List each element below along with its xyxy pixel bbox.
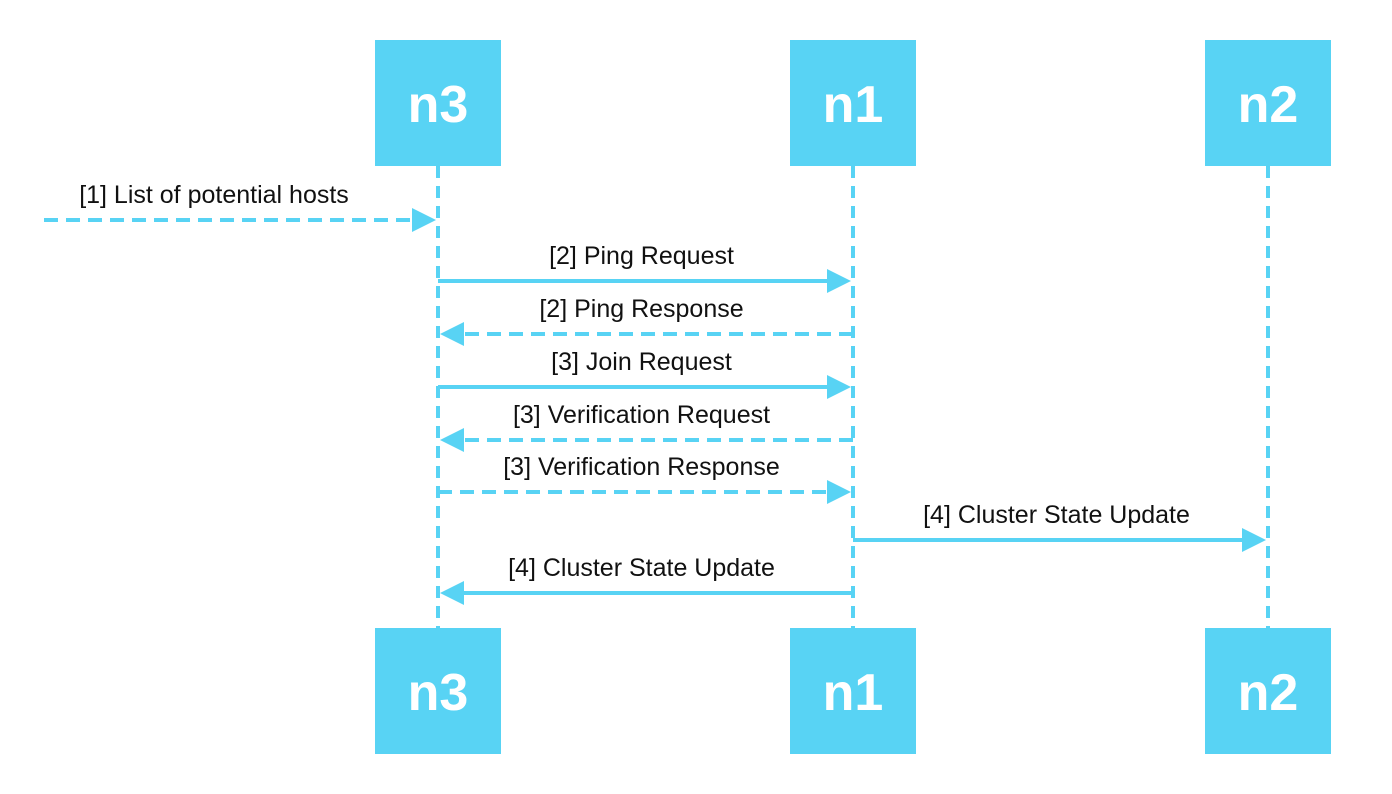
message-6: [3] Verification Response bbox=[438, 453, 851, 504]
message-5: [3] Verification Request bbox=[440, 401, 853, 452]
nodes-bottom-group: n3 n1 n2 bbox=[375, 628, 1331, 754]
message-3: [2] Ping Response bbox=[440, 295, 853, 346]
message-8: [4] Cluster State Update bbox=[440, 554, 853, 605]
arrow-head-icon bbox=[827, 375, 851, 399]
arrow-head-icon bbox=[1242, 528, 1266, 552]
message-label: [2] Ping Response bbox=[539, 295, 743, 323]
message-label: [4] Cluster State Update bbox=[508, 554, 775, 582]
node-n1-bottom: n1 bbox=[790, 628, 916, 754]
message-label: [4] Cluster State Update bbox=[923, 501, 1190, 529]
node-box bbox=[1205, 40, 1331, 166]
arrow-head-icon bbox=[440, 322, 464, 346]
message-label: [3] Verification Response bbox=[503, 453, 780, 481]
message-4: [3] Join Request bbox=[438, 348, 851, 399]
message-label: [3] Join Request bbox=[551, 348, 732, 376]
node-box bbox=[375, 628, 501, 754]
message-1: [1] List of potential hosts bbox=[44, 181, 436, 232]
node-n3-bottom: n3 bbox=[375, 628, 501, 754]
node-label: n2 bbox=[1238, 664, 1299, 722]
arrow-head-icon bbox=[440, 581, 464, 605]
nodes-top-group: n3 n1 n2 bbox=[375, 40, 1331, 166]
message-label: [1] List of potential hosts bbox=[79, 181, 349, 209]
node-box bbox=[790, 628, 916, 754]
lifelines-group bbox=[436, 166, 1270, 628]
arrow-head-icon bbox=[827, 269, 851, 293]
node-label: n3 bbox=[408, 76, 469, 134]
arrow-head-icon bbox=[440, 428, 464, 452]
node-box bbox=[1205, 628, 1331, 754]
message-7: [4] Cluster State Update bbox=[853, 501, 1266, 552]
message-label: [2] Ping Request bbox=[549, 242, 734, 270]
node-box bbox=[375, 40, 501, 166]
node-label: n3 bbox=[408, 664, 469, 722]
node-n2-bottom: n2 bbox=[1205, 628, 1331, 754]
node-box bbox=[790, 40, 916, 166]
node-label: n1 bbox=[823, 664, 884, 722]
arrow-head-icon bbox=[827, 480, 851, 504]
message-label: [3] Verification Request bbox=[513, 401, 770, 429]
message-2: [2] Ping Request bbox=[438, 242, 851, 293]
node-n3-top: n3 bbox=[375, 40, 501, 166]
arrow-head-icon bbox=[412, 208, 436, 232]
node-n2-top: n2 bbox=[1205, 40, 1331, 166]
node-label: n1 bbox=[823, 76, 884, 134]
node-label: n2 bbox=[1238, 76, 1299, 134]
node-n1-top: n1 bbox=[790, 40, 916, 166]
messages-group: [1] List of potential hosts [2] Ping Requ… bbox=[44, 181, 1266, 605]
